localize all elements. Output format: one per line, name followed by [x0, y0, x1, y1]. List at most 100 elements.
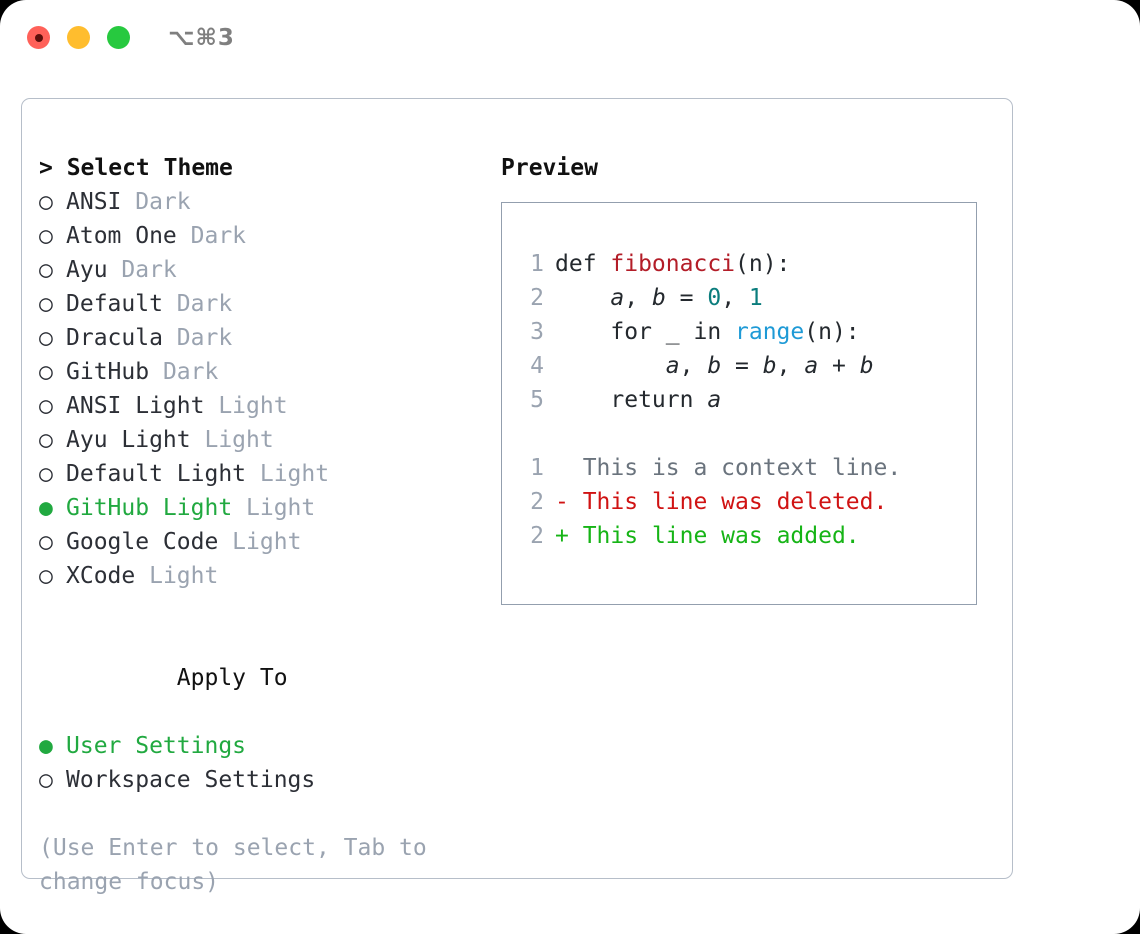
theme-option-label: Google Code: [66, 529, 219, 555]
theme-option-label: ANSI Light: [66, 393, 205, 419]
theme-option-tag: Light: [190, 427, 274, 453]
theme-option-label: Atom One: [66, 223, 177, 249]
theme-option-tag: Dark: [176, 223, 247, 249]
theme-option-ayu-light[interactable]: ○Ayu Light Light: [39, 423, 469, 457]
code-token-plain: =: [721, 353, 763, 379]
code-token-plain: ,: [624, 285, 652, 311]
theme-selector-column: > Select Theme ○ANSI Dark○Atom One Dark○…: [39, 151, 469, 899]
theme-option-dracula[interactable]: ○Dracula Dark: [39, 321, 469, 355]
diff-line-del: 2- This line was deleted.: [502, 485, 976, 519]
theme-option-tag: Light: [246, 461, 330, 487]
minimize-button-icon[interactable]: [67, 26, 90, 49]
theme-option-ansi[interactable]: ○ ANSI Dark: [39, 185, 469, 219]
theme-option-google-code[interactable]: ○Google Code Light: [39, 525, 469, 559]
window-controls: [27, 26, 130, 49]
theme-option-tag: Light: [232, 495, 316, 521]
theme-option-default[interactable]: ○Default Dark: [39, 287, 469, 321]
code-line: 3 for _ in range(n):: [502, 315, 976, 349]
theme-option-tag: Dark: [107, 257, 177, 283]
theme-option-default-light[interactable]: ○ Default Light Light: [39, 457, 469, 491]
code-token-plain: (n):: [804, 319, 860, 345]
diff-sample: 1 This is a context line.2- This line wa…: [502, 451, 976, 553]
code-token-var: b: [762, 353, 777, 379]
line-number: 1: [530, 251, 544, 277]
code-token-plain: [555, 353, 666, 379]
maximize-button-icon[interactable]: [107, 26, 130, 49]
theme-option-atom-one[interactable]: ○ Atom One Dark: [39, 219, 469, 253]
line-number: 3: [530, 319, 544, 345]
title-bar: ⌥⌘3: [0, 0, 1140, 76]
code-token-var: b: [707, 353, 722, 379]
code-token-bi: range: [735, 319, 805, 345]
radio-selected-icon: ●: [39, 733, 53, 759]
line-number: 2: [530, 489, 544, 515]
apply-to-label: Apply To: [176, 665, 288, 691]
theme-list[interactable]: ○ANSI Dark○Atom One Dark○Ayu Dark○Defaul…: [39, 185, 469, 593]
radio-unselected-icon: ○: [39, 189, 53, 215]
apply-to-list[interactable]: ● User Settings ○Workspace Settings: [39, 729, 469, 797]
diff-text: This is a context line.: [568, 455, 902, 481]
radio-selected-icon: ●: [39, 495, 53, 521]
theme-option-xcode[interactable]: ○XCode Light: [39, 559, 469, 593]
theme-option-tag: Dark: [121, 189, 191, 215]
theme-option-ansi-light[interactable]: ○ ANSI Light Light: [39, 389, 469, 423]
radio-unselected-icon: ○: [39, 563, 53, 589]
radio-unselected-icon: ○: [39, 393, 53, 419]
code-token-var: a: [610, 285, 625, 311]
spacer: [39, 593, 469, 627]
diff-line-add: 2+ This line was added.: [502, 519, 976, 553]
radio-unselected-icon: ○: [39, 461, 53, 487]
radio-unselected-icon: ○: [39, 529, 53, 555]
radio-unselected-icon: ○: [39, 767, 53, 793]
code-token-plain: =: [665, 285, 708, 311]
code-diff-spacer: [502, 417, 976, 451]
select-theme-heading: > Select Theme: [39, 155, 233, 181]
diff-sign: [555, 455, 569, 481]
diff-sign: +: [555, 523, 569, 549]
code-line: 4 a, b = b, a + b: [502, 349, 976, 383]
main-panel: > Select Theme ○ANSI Dark○Atom One Dark○…: [21, 98, 1013, 895]
theme-option-label: Ayu: [66, 257, 108, 283]
code-token-var: b: [651, 285, 666, 311]
code-token-var: b: [859, 353, 874, 379]
apply-to-indent: [150, 661, 177, 695]
theme-option-label: GitHub Light: [66, 495, 233, 521]
apply-to-option-label: User Settings: [66, 733, 247, 759]
theme-option-label: Dracula: [66, 325, 163, 351]
theme-option-label: Default: [66, 291, 163, 317]
radio-unselected-icon: ○: [39, 223, 53, 249]
line-number: 2: [530, 285, 544, 311]
code-token-plain: +: [818, 353, 860, 379]
code-token-plain: (n):: [735, 251, 791, 277]
theme-option-github-light[interactable]: ● GitHub Light Light: [39, 491, 469, 525]
code-token-plain: return: [555, 387, 708, 413]
radio-unselected-icon: ○: [39, 427, 53, 453]
theme-option-github[interactable]: ○GitHub Dark: [39, 355, 469, 389]
theme-option-label: ANSI: [66, 189, 122, 215]
theme-option-tag: Light: [204, 393, 288, 419]
diff-text: This line was deleted.: [568, 489, 888, 515]
theme-option-ayu[interactable]: ○Ayu Dark: [39, 253, 469, 287]
line-number: 2: [530, 523, 544, 549]
line-number: 5: [530, 387, 544, 413]
close-button-icon[interactable]: [27, 26, 50, 49]
theme-option-tag: Dark: [162, 291, 233, 317]
theme-option-label: XCode: [66, 563, 136, 589]
code-token-plain: def: [555, 251, 611, 277]
apply-to-option-workspace-settings[interactable]: ○Workspace Settings: [39, 763, 469, 797]
code-token-plain: ,: [721, 285, 749, 311]
theme-option-label: Default Light: [66, 461, 247, 487]
apply-to-option-user-settings[interactable]: ● User Settings: [39, 729, 469, 763]
radio-unselected-icon: ○: [39, 325, 53, 351]
line-number: 1: [530, 455, 544, 481]
theme-option-tag: Dark: [149, 359, 219, 385]
keyboard-shortcut-label: ⌥⌘3: [168, 25, 235, 51]
code-token-var: a: [665, 353, 680, 379]
diff-line-ctx: 1 This is a context line.: [502, 451, 976, 485]
diff-sign: -: [555, 489, 569, 515]
